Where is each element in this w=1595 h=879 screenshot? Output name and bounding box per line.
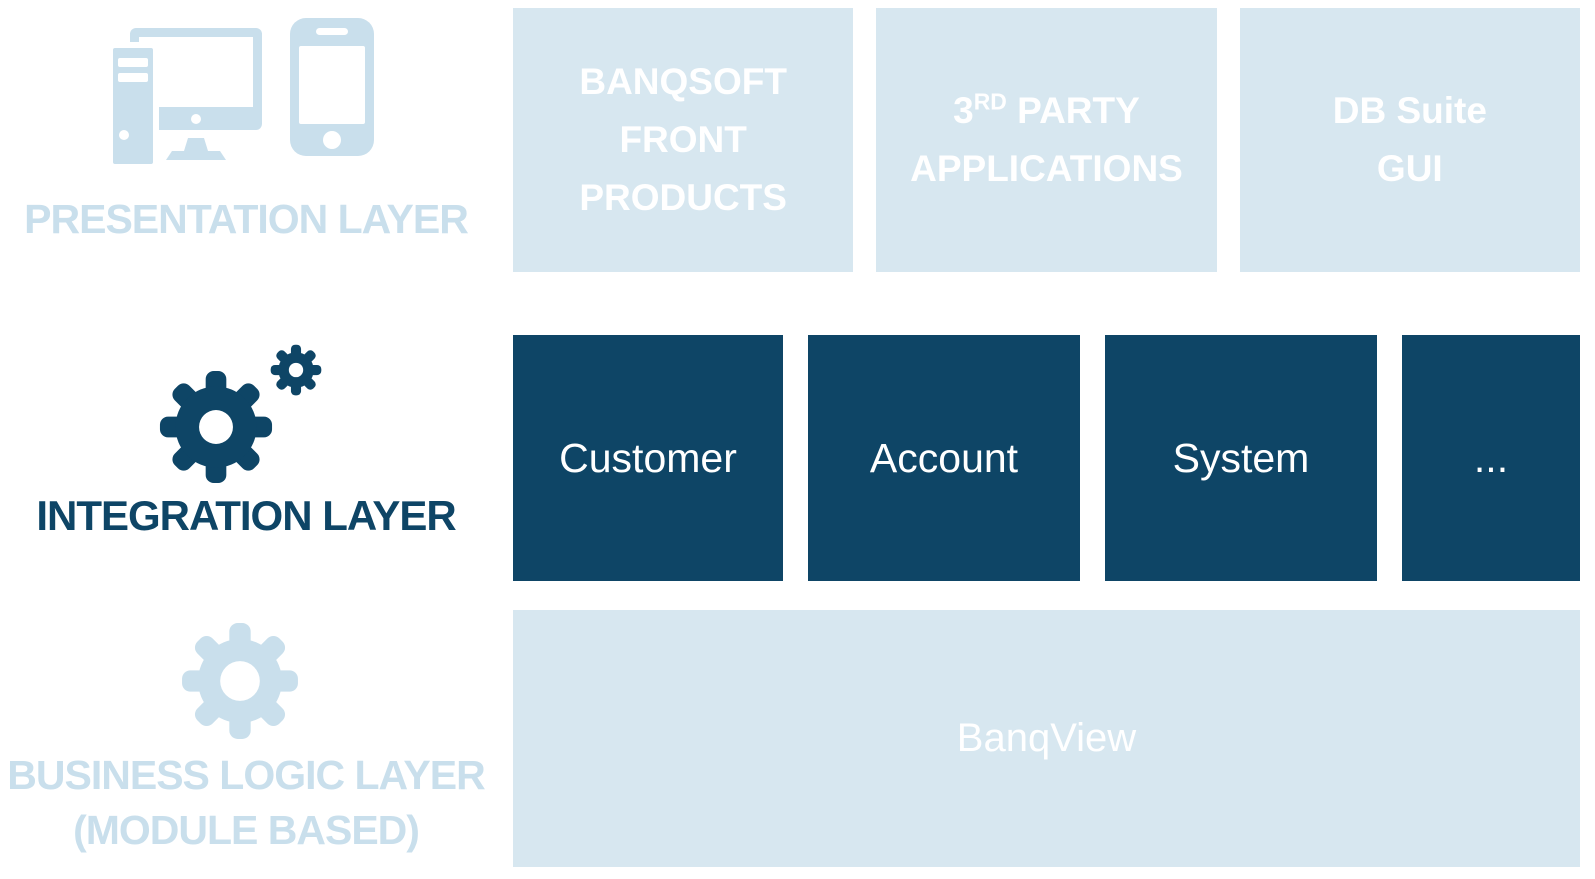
service-box-system: System [1105,335,1377,581]
large-gear-icon [159,370,273,484]
business-logic-layer-label: BUSINESS LOGIC LAYER (MODULE BASED) [0,748,492,858]
third-party-applications-label: 3RD PARTY APPLICATIONS [910,88,1183,189]
business-logic-layer-label-line2: (MODULE BASED) [73,807,420,853]
db-suite-gui-label: DB Suite GUI [1332,90,1487,189]
presentation-layer-row: BANQSOFT FRONT PRODUCTS 3RD PARTY APPLIC… [513,8,1580,272]
presentation-layer-label: PRESENTATION LAYER [24,196,469,242]
third-party-applications-box: 3RD PARTY APPLICATIONS [876,8,1217,272]
integration-layer-row: Customer Account System ... [513,335,1580,581]
service-box-customer: Customer [513,335,783,581]
business-logic-layer-label-line1: BUSINESS LOGIC LAYER [7,752,485,798]
business-logic-layer-row: BanqView [513,610,1580,867]
desktop-computer-icon [107,28,262,170]
service-box-account: Account [808,335,1080,581]
banqview-box: BanqView [513,610,1580,867]
desktop-and-smartphone-icon [107,18,374,170]
banqsoft-front-products-box: BANQSOFT FRONT PRODUCTS [513,8,854,272]
gear-icon [182,623,298,739]
service-box-more: ... [1402,335,1580,581]
db-suite-gui-box: DB Suite GUI [1239,8,1580,272]
banqsoft-front-products-label: BANQSOFT FRONT PRODUCTS [579,61,787,218]
integration-layer-label: INTEGRATION LAYER [36,492,456,539]
smartphone-icon [290,18,374,156]
small-gear-icon [270,344,322,396]
